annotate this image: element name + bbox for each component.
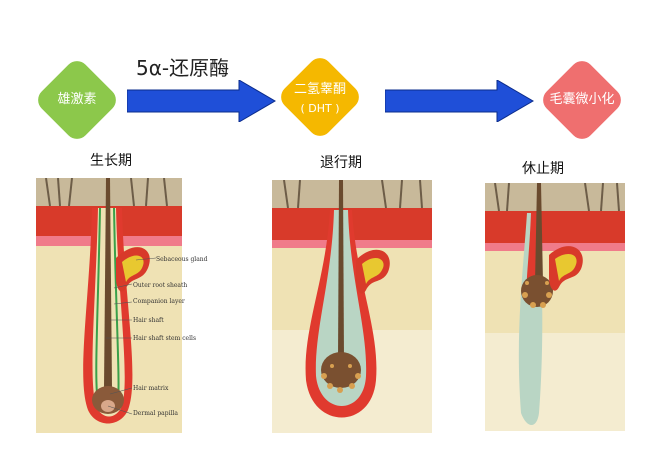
dht-label-line2: ( DHT ) [300,102,340,115]
annotation-outer-root-sheath: Outer root sheath [133,282,188,289]
annotation-hair-shaft-stem-cells: Hair shaft stem cells [133,335,197,342]
arrow-2 [385,80,534,122]
annotation-sebaceous-gland: Sebaceous gland [156,256,208,263]
enzyme-label: 5α-还原酶 [136,56,230,80]
annotation-hair-shaft: Hair shaft [133,317,164,324]
annotation-companion-layer: Companion layer [133,298,185,305]
androgen-label: 雄激素 [57,92,97,107]
telogen-illustration [485,183,625,431]
anagen-illustration [36,178,182,433]
stage-catagen-label: 退行期 [320,155,362,171]
stage-telogen-label: 休止期 [522,161,564,177]
dht-label-line1: 二氢睾酮 [293,82,346,97]
annotation-hair-matrix: Hair matrix [133,385,169,392]
stage-anagen-label: 生长期 [90,153,132,169]
annotation-dermal-papilla: Dermal papilla [133,410,178,417]
miniaturization-label: 毛囊微小化 [549,92,615,107]
catagen-illustration [272,180,432,433]
arrow-1 [127,80,276,122]
